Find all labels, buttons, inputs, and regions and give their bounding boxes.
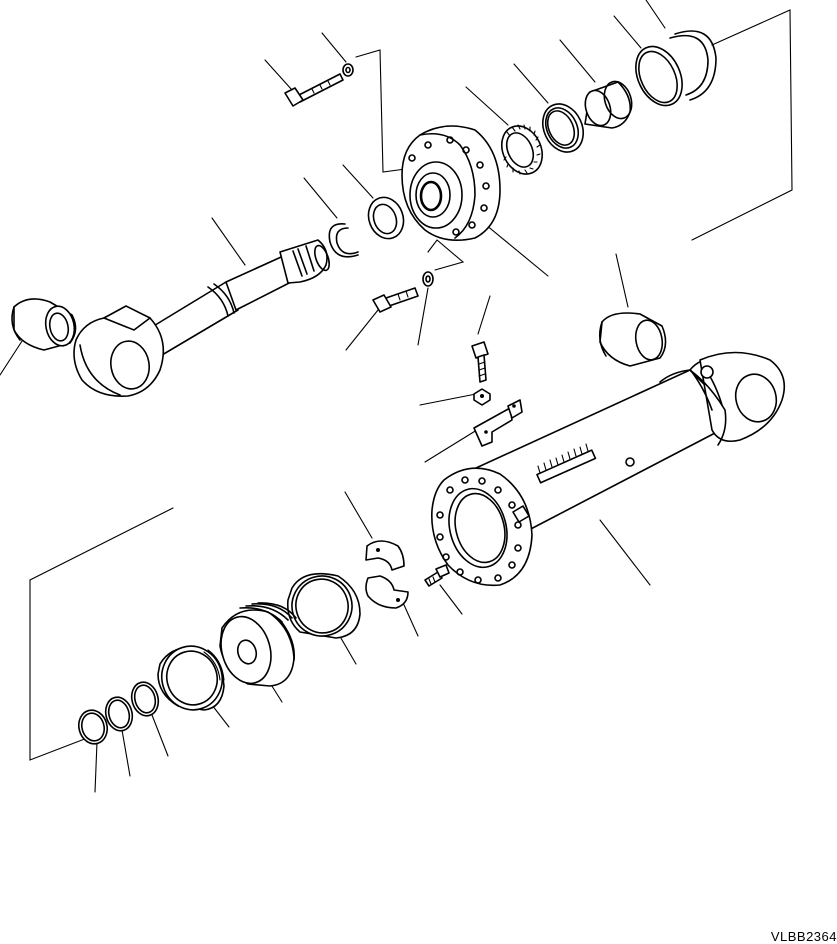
leader-line [616,254,628,307]
leader-line [212,705,229,727]
snap-ring [670,31,716,100]
rod-end-bushing [12,299,78,350]
dust-seal [363,192,409,243]
bottom-bushing [600,313,666,366]
bracket-line-rod-seals [692,10,792,240]
bracket-bolt [472,342,488,382]
leader-line [304,178,337,218]
port-slot-hatch [538,444,588,473]
leader-line [420,394,476,405]
drawing-code: VLBB2364 [770,929,837,944]
rod-bushing [581,78,636,129]
mounting-washer [423,272,433,286]
piston-seal [154,638,231,717]
piston-nut-upper [366,541,404,570]
leader-line [600,520,650,585]
lock-washer [343,64,353,76]
bracket-line-piston [30,508,173,760]
leader-line [122,730,130,776]
leader-line [343,165,373,198]
leader-lines [0,0,665,792]
assembly-brackets [30,10,792,760]
leader-line [440,585,462,614]
leader-line [345,492,372,538]
o-ring-small [75,707,111,747]
o-ring-medium [102,694,136,734]
mounting-bolt [373,288,418,312]
u-packing [535,97,591,158]
leader-line [480,220,548,276]
bracket-nut [474,389,490,405]
leader-line [152,715,168,756]
bracket-line-head [356,50,413,172]
leader-line [95,742,97,792]
backup-ring [627,39,691,113]
cylinder-head [402,126,500,240]
leader-line [212,218,245,265]
piston-nut-lower [366,576,408,608]
bracket-line-head-bolt [428,240,463,270]
piston [214,603,296,689]
buffer-ring [494,119,550,180]
cylinder-tube [476,353,784,533]
rod-snap-ring [329,224,358,257]
wear-ring [284,568,360,644]
hose-bracket [474,400,522,446]
leader-line [338,633,356,664]
tube-flange [432,468,532,585]
rod-eye [74,306,163,396]
leader-line [614,16,641,48]
set-screw [425,565,449,586]
leader-line [514,64,548,103]
head-bolt [285,74,343,106]
leader-line [478,296,490,334]
leader-line [322,33,346,62]
piston-rod [147,240,332,355]
leader-line [466,87,508,125]
leader-line [418,288,428,345]
leader-line [560,40,595,82]
leader-line [0,338,24,375]
o-ring-large [128,679,162,719]
leader-line [646,0,665,28]
leader-line [346,310,378,350]
leader-line [265,60,292,90]
